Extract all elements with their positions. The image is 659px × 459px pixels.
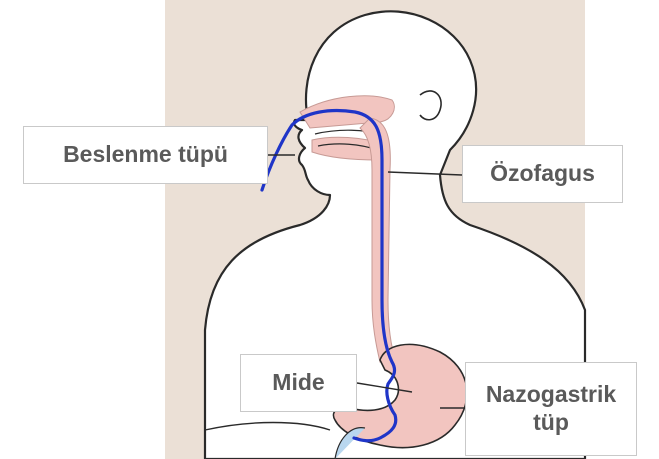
label-nasogastric-tube: Nazogastrik tüp [465, 362, 637, 456]
label-stomach: Mide [240, 354, 357, 412]
label-stomach-text: Mide [272, 369, 324, 397]
label-esophagus: Özofagus [462, 145, 623, 203]
label-nasogastric-line2: tüp [533, 409, 569, 437]
label-esophagus-text: Özofagus [490, 160, 595, 188]
label-nasogastric-line1: Nazogastrik [486, 381, 616, 409]
label-feeding-tube: Beslenme tüpü [23, 126, 268, 184]
label-feeding-tube-text: Beslenme tüpü [63, 141, 228, 169]
